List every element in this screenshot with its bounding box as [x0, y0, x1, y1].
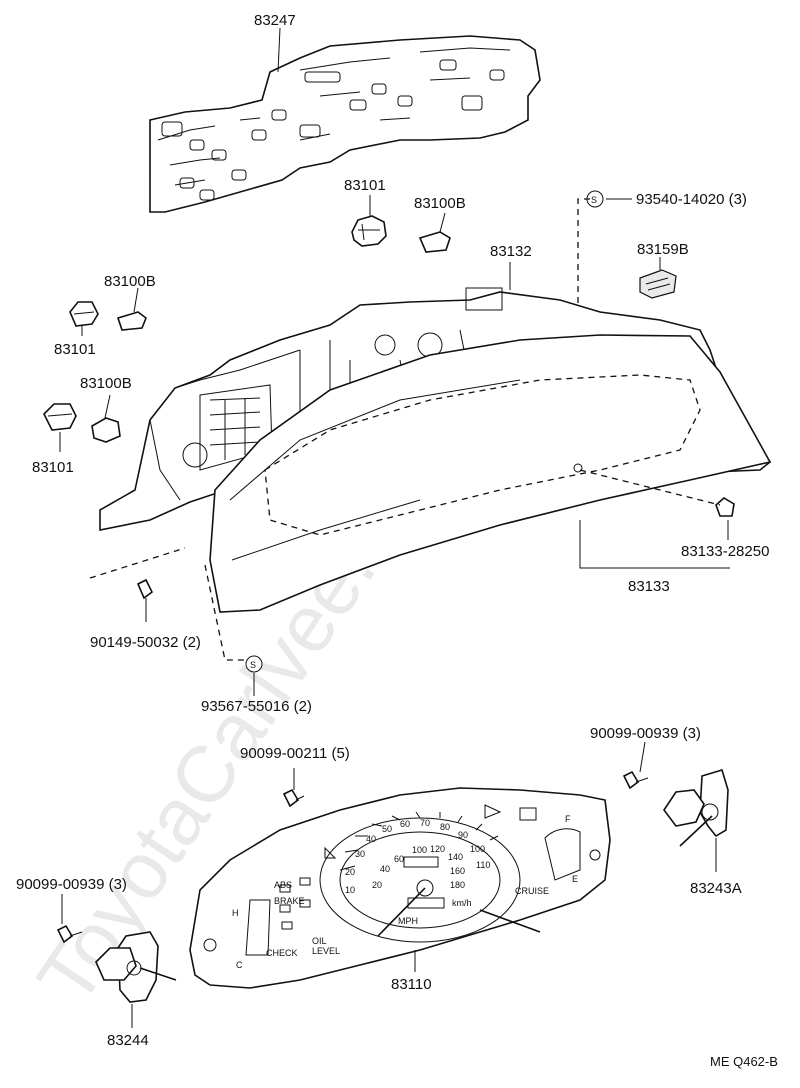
screw-90099-00211 — [282, 768, 305, 808]
printed-circuit-83247 — [149, 27, 541, 213]
speed-kmh-140: 140 — [448, 852, 463, 862]
warning-oil: OIL — [312, 936, 327, 946]
label-83101-top: 83101 — [344, 177, 386, 194]
speed-kmh-120: 120 — [430, 844, 445, 854]
label-83244: 83244 — [107, 1032, 149, 1049]
label-83133: 83133 — [628, 578, 670, 595]
screw-90099-00939-left — [56, 894, 83, 944]
svg-text:S: S — [250, 660, 256, 670]
label-83100B-top: 83100B — [414, 195, 466, 212]
speed-mph-40: 40 — [366, 834, 376, 844]
temp-hot: H — [232, 908, 239, 918]
temp-cold: C — [236, 960, 243, 970]
label-83100B-left1: 83100B — [104, 273, 156, 290]
meter-hood-83133 — [209, 334, 772, 613]
cruise-label: CRUISE — [515, 886, 549, 896]
unit-mph: MPH — [398, 916, 418, 926]
bulb-83100B-left1 — [116, 287, 147, 331]
speed-kmh-160: 160 — [450, 866, 465, 876]
label-90099-00939-right: 90099-00939 (3) — [590, 725, 701, 742]
speed-mph-10: 10 — [345, 885, 355, 895]
bulb-83100B-top — [418, 212, 451, 253]
speed-kmh-20: 20 — [372, 880, 382, 890]
warning-level: LEVEL — [312, 946, 340, 956]
socket-83101-top — [351, 195, 387, 247]
fuel-full: F — [565, 814, 571, 824]
socket-83101-left1 — [69, 301, 99, 336]
label-90149: 90149-50032 (2) — [90, 634, 201, 651]
label-83101-left2: 83101 — [32, 459, 74, 476]
label-83247: 83247 — [254, 12, 296, 29]
printed-circuit-83244 — [95, 931, 177, 1028]
speed-mph-70: 70 — [420, 818, 430, 828]
label-90099-00211: 90099-00211 (5) — [240, 745, 350, 762]
printed-circuit-83243A — [663, 769, 729, 872]
label-83159B: 83159B — [637, 241, 689, 258]
label-83243A: 83243A — [690, 880, 742, 897]
speed-kmh-180: 180 — [450, 880, 465, 890]
speed-kmh-100: 100 — [412, 845, 427, 855]
bulb-83100B-left2 — [91, 394, 121, 443]
speed-kmh-40: 40 — [380, 864, 390, 874]
svg-text:S: S — [591, 195, 597, 205]
speed-kmh-60: 60 — [394, 854, 404, 864]
speed-mph-20: 20 — [345, 867, 355, 877]
speed-mph-90: 90 — [458, 830, 468, 840]
combination-meter-83110: 20 30 40 50 60 70 80 90 100 110 10 40 60… — [189, 787, 611, 989]
warning-abs: ABS — [274, 880, 292, 890]
speed-mph-80: 80 — [440, 822, 450, 832]
screw-marker-93567: S — [245, 655, 263, 696]
fuel-empty: E — [572, 874, 578, 884]
speed-mph-60: 60 — [400, 819, 410, 829]
speed-mph-100: 100 — [470, 844, 485, 854]
drawing-code: ME Q462-B — [710, 1054, 778, 1069]
screw-marker-93540: S — [577, 190, 632, 318]
label-83100B-left2: 83100B — [80, 375, 132, 392]
connector-83159B — [639, 257, 677, 299]
speed-mph-110: 110 — [476, 860, 490, 870]
screw-90099-00939-right — [622, 741, 649, 790]
label-93540: 93540-14020 (3) — [636, 191, 747, 208]
screw-90149 — [89, 547, 245, 661]
warning-brake: BRAKE — [274, 896, 305, 906]
warning-check: CHECK — [266, 948, 298, 958]
label-83110: 83110 — [391, 976, 432, 993]
speed-mph-50: 50 — [382, 824, 392, 834]
label-83133-28250: 83133-28250 — [681, 543, 769, 560]
label-83101-left1: 83101 — [54, 341, 96, 358]
socket-83101-left2 — [43, 403, 77, 452]
label-83132: 83132 — [490, 243, 532, 260]
unit-kmh: km/h — [452, 898, 472, 908]
label-93567: 93567-55016 (2) — [201, 698, 312, 715]
speed-mph-30: 30 — [355, 849, 365, 859]
label-90099-00939-left: 90099-00939 (3) — [16, 876, 127, 893]
